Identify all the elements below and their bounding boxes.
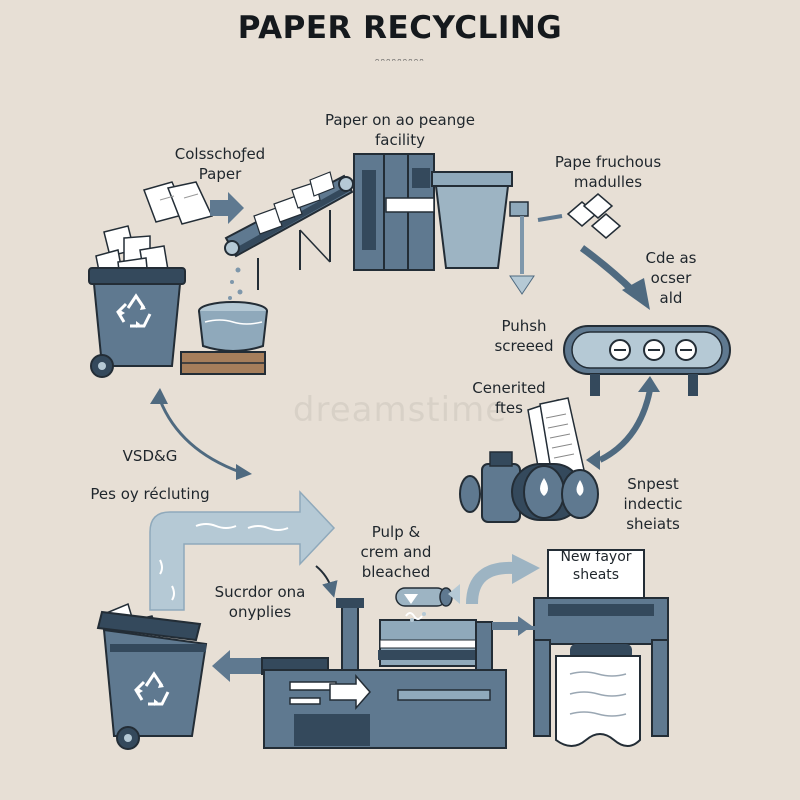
label-snpest: Snpest indectic sheiats [623,475,683,533]
conveyor-icon [224,171,354,306]
label-pes-recycling: Pes oy récluting [90,485,210,503]
cycle-arrow-icon [158,399,241,474]
cycle-arrow-head-icon [638,376,660,392]
title-decoration: ᵔᵔᵔᵔᵔᵔᵔᵔᵔ [375,56,425,69]
paper-press-icon [261,584,532,749]
diagram-title: PAPER RECYCLING [237,10,563,46]
facility-machine-icon [353,153,435,271]
recycle-bin-icon [88,225,186,378]
label-new-paper: New fayor sheats [560,549,632,583]
label-collected-paper: Colsschoƒed Paper [174,145,266,183]
label-fractions: Pape fruchous madulles [554,153,662,191]
label-sucrdor: Sucrdor ona onyplies [214,583,306,621]
cycle-arrow-head-icon [622,278,650,310]
cycle-arrow-icon [315,565,338,598]
flow-arrow-icon [149,490,336,611]
label-pulp-screened: Puhsh screeed [494,317,554,355]
chemical-tanks-icon [459,397,599,523]
flow-arrow-head-icon [512,554,540,584]
cycle-arrow-head-icon [586,450,600,470]
pulp-fragments-icon [537,193,622,239]
cycle-arrow-head-icon [236,464,252,480]
pulp-vat-icon [180,301,268,375]
flow-arrow-icon [212,650,262,682]
hopper-tank-icon [431,171,535,295]
screen-machine-icon [563,325,731,396]
label-pulp-bleached: Pulp & crem and bleached [360,523,432,581]
cycle-arrow-icon [598,389,653,463]
paper-sheets-icon [143,181,244,225]
watermark: dreamstime [292,390,508,430]
printer-roll-icon [524,549,669,747]
label-facility: Paper on ao peange facility [324,111,476,149]
label-vsd: VSD&G [122,447,178,465]
label-centered: Cenerited ftes [472,379,546,417]
label-code: Cde as ocser ald [645,249,697,307]
flow-arrow-icon [466,561,515,605]
recycle-bin-icon [96,602,208,750]
cycle-arrow-head-icon [150,388,168,404]
